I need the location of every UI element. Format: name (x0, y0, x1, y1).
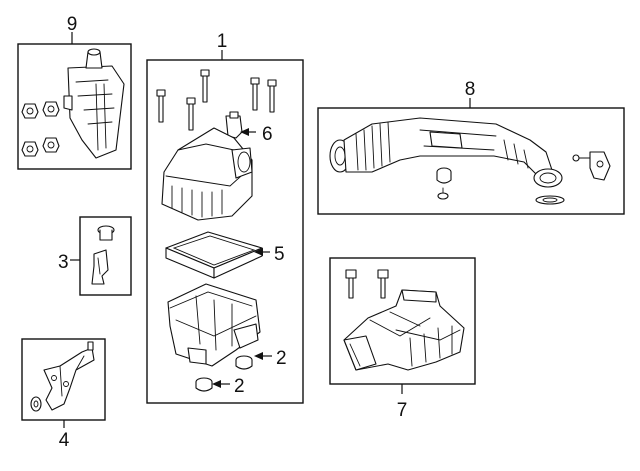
group-8-outlet-hose: 8 (317, 79, 625, 215)
callout-8: 8 (465, 79, 476, 100)
arrow-2a (254, 352, 263, 360)
sensor-icon (572, 151, 611, 181)
air-cleaner-cover-icon (161, 127, 253, 221)
callout-3: 3 (58, 252, 69, 273)
callout-1: 1 (217, 31, 228, 52)
resonator-icon (63, 48, 125, 159)
callout-5: 5 (274, 244, 285, 265)
group-7-intake-duct: 7 (329, 257, 476, 421)
bracket-icon (91, 225, 115, 285)
arrow-6 (240, 128, 249, 136)
callout-4: 4 (59, 430, 70, 451)
group-1-box (146, 59, 304, 404)
arrow-5 (254, 248, 263, 256)
callout-9: 9 (67, 14, 78, 35)
clamp-icon (535, 195, 565, 205)
arrow-2b (212, 380, 221, 388)
grommet-icon (436, 167, 452, 200)
nut-icon (21, 101, 60, 157)
group-3-bracket: 3 (58, 216, 132, 296)
intake-duct-icon (343, 289, 465, 371)
bolt-icon (345, 269, 389, 299)
group-8-box (317, 107, 625, 215)
callout-7: 7 (397, 400, 408, 421)
callout-6: 6 (262, 124, 273, 145)
mounting-bracket-icon (30, 341, 95, 412)
bolt-icon (156, 69, 277, 131)
air-filter-element-icon (165, 231, 263, 279)
group-4-mounting-bracket: 4 (21, 338, 106, 451)
group-9-box (17, 43, 132, 170)
grommet-icon (195, 377, 213, 392)
group-9-resonator: 9 (17, 14, 132, 170)
outlet-hose-icon (329, 117, 563, 188)
group-1-air-cleaner: 1 6 (146, 31, 304, 404)
group-3-box (79, 216, 132, 296)
air-cleaner-lower-housing-icon (167, 283, 261, 367)
grommet-icon (235, 355, 253, 370)
callout-2a: 2 (276, 348, 287, 369)
callout-2b: 2 (234, 376, 245, 397)
sensor-icon (225, 111, 243, 139)
